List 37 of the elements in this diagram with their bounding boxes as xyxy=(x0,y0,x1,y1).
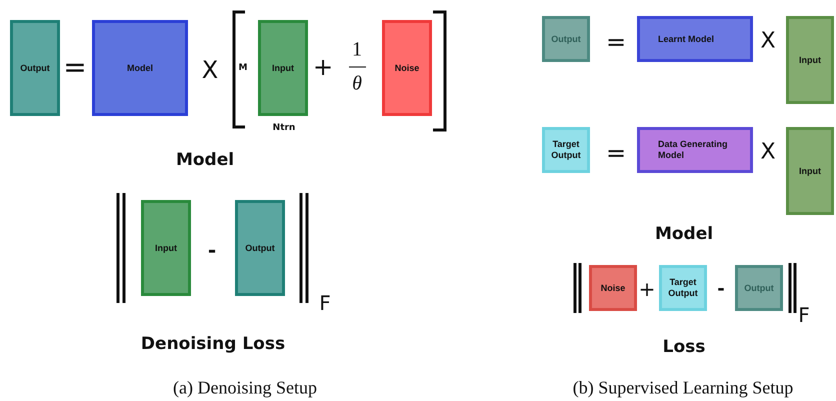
matrix-block: Input xyxy=(141,200,191,296)
matrix-block: Input xyxy=(786,127,834,215)
operator-symbol: + xyxy=(638,277,656,301)
matrix-block: Input xyxy=(786,16,834,104)
matrix-block: Noise xyxy=(382,20,432,116)
section-heading: Model xyxy=(176,150,234,170)
operator-symbol: = xyxy=(606,139,626,167)
matrix-block: Data Generating Model xyxy=(637,127,753,173)
section-heading: Denoising Loss xyxy=(140,334,286,354)
matrix-block: Output xyxy=(10,20,60,116)
matrix-block: Output xyxy=(542,16,590,62)
matrix-block: Output xyxy=(735,265,783,311)
section-heading: Loss xyxy=(662,337,706,357)
dimension-label: Ntrn xyxy=(272,123,296,133)
operator-symbol: X xyxy=(202,56,218,84)
operator-symbol: = xyxy=(606,28,626,56)
figure-caption: (b) Supervised Learning Setup xyxy=(572,378,794,398)
operator-symbol: X xyxy=(760,28,776,54)
operator-symbol: = xyxy=(63,50,87,84)
fraction-numerator: 1 xyxy=(352,38,362,62)
norm-subscript: F xyxy=(319,291,331,315)
operator-symbol: - xyxy=(208,238,216,262)
matrix-block: Noise xyxy=(589,265,637,311)
matrix-block: Learnt Model xyxy=(637,16,753,62)
operator-symbol: X xyxy=(760,140,776,164)
matrix-block: Model xyxy=(92,20,188,116)
operator-symbol: - xyxy=(717,278,725,300)
norm-subscript: F xyxy=(798,303,810,327)
fraction-denominator: θ xyxy=(352,72,362,96)
section-heading: Model xyxy=(654,224,714,244)
dimension-label: M xyxy=(238,63,248,73)
matrix-block: Input xyxy=(258,20,308,116)
figure-caption: (a) Denoising Setup xyxy=(173,378,317,398)
matrix-block: Output xyxy=(235,200,285,296)
operator-symbol: + xyxy=(312,53,334,81)
matrix-block: Target Output xyxy=(542,127,590,173)
matrix-block: Target Output xyxy=(659,265,707,311)
